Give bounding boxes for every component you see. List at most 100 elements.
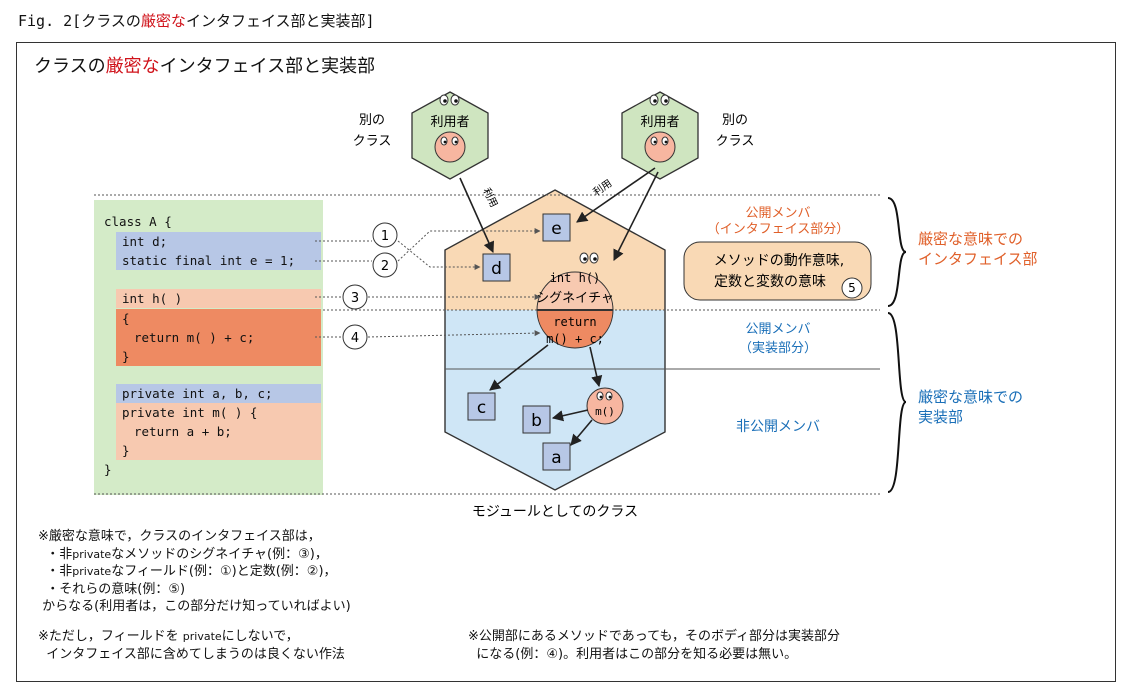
arrow-user-to-e — [576, 167, 656, 223]
marker-4: 4 — [342, 324, 368, 350]
arrow-user-to-d — [459, 177, 495, 254]
box-e: e — [542, 213, 571, 242]
code-line-body: return m( ) + c; — [116, 328, 321, 347]
user-right-label: 利用者 — [640, 115, 679, 130]
user-left-label: 利用者 — [430, 115, 469, 130]
public-if-label-2: （インタフェイス部分） — [707, 222, 850, 237]
code-line-const-e: static final int e = 1; — [116, 251, 321, 270]
public-impl-label-2: （実装部分） — [739, 340, 817, 356]
caption-title-b: インタフェイス部と実装部 — [185, 12, 366, 30]
public-if-label-1: 公開メンバ — [745, 206, 810, 221]
bracket-interface-label-1: 厳密な意味での — [918, 230, 1023, 248]
code-line-class-close: } — [104, 462, 112, 477]
note-line-2a: ・非 — [46, 546, 73, 562]
method-body-1: return — [553, 315, 596, 329]
arrow-h-to-c — [489, 344, 549, 391]
marker-2: 2 — [372, 252, 398, 278]
marker-1: 1 — [372, 222, 398, 248]
svg-text:3: 3 — [351, 291, 359, 306]
bracket-interface — [887, 197, 907, 307]
frame-title-a: クラスの — [34, 56, 106, 77]
code-line-signature-h: int h( ) — [116, 289, 321, 308]
private-label: 非公開メンバ — [736, 419, 820, 435]
bracket-impl-label-2: 実装部 — [918, 408, 963, 426]
code-line-brace-open: { — [116, 309, 321, 328]
note-line-8: ※公開部にあるメソッドであっても，そのボディ部分は実装部分 — [468, 629, 841, 644]
frame-title-b: インタフェイス部と実装部 — [159, 56, 376, 77]
arrow-m-to-a — [570, 419, 593, 446]
note-field-privacy: ※ただし，フィールドを privateにしないで， インタフェイス部に含めてしま… — [38, 628, 345, 663]
user-left-side-1: 別の — [359, 113, 385, 128]
arrow-user-to-h — [613, 171, 659, 262]
caption-suffix: ] — [365, 12, 375, 30]
method-body-2: m() + c; — [546, 332, 604, 346]
svg-text:a: a — [551, 448, 561, 468]
note-line-6c: にしないで， — [221, 629, 299, 644]
note-line-6b: private — [182, 630, 222, 643]
code-line-class: class A { — [104, 214, 172, 229]
user-left-side-2: クラス — [353, 134, 392, 149]
note-line-2b: private — [72, 547, 112, 561]
private-method-label: m() — [595, 405, 615, 418]
arrow-h-to-m — [589, 346, 603, 388]
note-line-1: ※厳密な意味で，クラスのインタフェイス部は， — [38, 529, 321, 544]
marker-3: 3 — [342, 284, 368, 310]
svg-text:e: e — [551, 219, 561, 239]
code-references — [315, 228, 541, 338]
bracket-implementation — [887, 312, 907, 493]
note-line-9: になる(例：④)。利用者はこの部分を知る必要は無い。 — [476, 646, 798, 662]
note-line-3b: private — [72, 565, 112, 578]
bracket-impl-label-1: 厳密な意味での — [918, 388, 1023, 406]
note-line-7: インタフェイス部に含めてしまうのは良くない作法 — [46, 646, 345, 662]
user-right-side-2: クラス — [716, 134, 755, 149]
marker-5: 5 — [841, 277, 863, 299]
box-c: c — [467, 392, 496, 421]
box-b: b — [522, 405, 551, 434]
code-listing: class A { int d; static final int e = 1;… — [94, 200, 323, 495]
bubble-line-2: 定数と変数の意味 — [714, 273, 826, 290]
frame-title: クラスの厳密なインタフェイス部と実装部 — [34, 52, 375, 78]
bubble-line-1: メソッドの動作意味, — [714, 252, 844, 269]
figure-frame — [16, 42, 1116, 682]
module-caption: モジュールとしてのクラス — [472, 504, 638, 520]
svg-text:1: 1 — [381, 229, 389, 244]
zone-guides — [94, 194, 880, 495]
public-impl-label-1: 公開メンバ — [745, 322, 810, 337]
code-line-private-body: return a + b; — [116, 422, 321, 441]
private-method-m — [586, 387, 624, 425]
bracket-interface-label-2: インタフェイス部 — [918, 250, 1038, 268]
note-line-4: ・それらの意味(例：⑤) — [46, 581, 186, 597]
box-a: a — [542, 442, 571, 471]
edge-label-left: 利用 — [480, 186, 500, 209]
user-right — [621, 91, 699, 180]
method-h — [536, 252, 614, 349]
svg-text:4: 4 — [351, 331, 359, 346]
caption-title-red: 厳密な — [140, 12, 186, 30]
svg-text:2: 2 — [381, 259, 389, 274]
code-line-brace-close: } — [116, 347, 321, 366]
note-line-3a: ・非 — [46, 564, 73, 579]
note-line-2c: なメソッドのシグネイチャ(例：③)， — [111, 546, 328, 562]
method-signature-label: シグネイチャ — [536, 291, 614, 306]
code-line-private-close: } — [116, 441, 321, 460]
code-line-private-method: private int m( ) { — [116, 403, 321, 422]
arrow-m-to-b — [551, 409, 589, 422]
user-right-side-1: 別の — [722, 113, 748, 128]
note-method-body: ※公開部にあるメソッドであっても，そのボディ部分は実装部分 になる(例：④)。利… — [468, 628, 840, 663]
svg-text:5: 5 — [848, 281, 856, 295]
note-line-3c: なフィールド(例：①)と定数(例：②)， — [111, 564, 337, 579]
code-line-field-d: int d; — [116, 232, 321, 251]
user-left-face — [434, 131, 466, 163]
semantics-bubble — [683, 241, 872, 301]
caption-title-a: クラスの — [81, 12, 141, 30]
note-interface-definition: ※厳密な意味で，クラスのインタフェイス部は， ・非privateなメソッドのシグ… — [38, 528, 351, 616]
svg-text:b: b — [531, 411, 542, 431]
frame-title-red: 厳密な — [105, 56, 160, 77]
method-signature-code: int h() — [550, 271, 601, 285]
box-d: d — [482, 253, 511, 282]
caption-prefix: Fig. 2[ — [18, 12, 82, 30]
note-line-5: からなる(利用者は，この部分だけ知っていればよい) — [42, 599, 351, 614]
figure-caption: Fig. 2[クラスの厳密なインタフェイス部と実装部] — [18, 10, 375, 31]
note-line-6a: ※ただし，フィールドを — [38, 629, 183, 644]
